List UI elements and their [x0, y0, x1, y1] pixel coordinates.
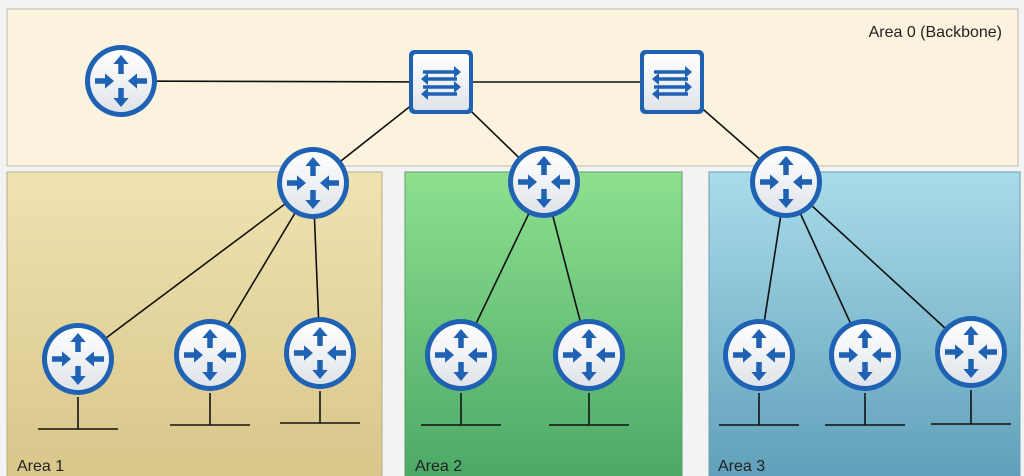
- switch-icon: [409, 50, 473, 114]
- area2-label: Area 2: [415, 458, 462, 475]
- lan-segment-r2a: [421, 393, 501, 426]
- lan-segment-r3c: [931, 390, 1011, 425]
- router-icon: [284, 317, 356, 389]
- router-icon: [508, 146, 580, 218]
- lan-segment-r1a: [38, 397, 118, 430]
- area1-label: Area 1: [17, 458, 64, 475]
- switch-icon: [640, 50, 704, 114]
- lan-segment-r3a: [719, 393, 799, 426]
- area3-label: Area 3: [718, 458, 765, 475]
- router-icon: [277, 147, 349, 219]
- router-icon: [553, 319, 625, 391]
- area0-label: Area 0 (Backbone): [869, 24, 1002, 41]
- router-icon: [42, 323, 114, 395]
- area0-region: [6, 8, 1019, 167]
- router-icon: [85, 45, 157, 117]
- link-abr3-r3c: [785, 181, 972, 353]
- router-icon: [829, 319, 901, 391]
- router-icon: [935, 316, 1007, 388]
- lan-segment-r2b: [549, 393, 629, 426]
- lan-segment-r1b: [170, 393, 250, 426]
- link-r-backbone-sw1: [120, 80, 442, 83]
- lan-segments: [38, 390, 1011, 430]
- router-icon: [174, 319, 246, 391]
- nodes-layer: [42, 45, 1007, 395]
- router-icon: [723, 319, 795, 391]
- router-icon: [425, 319, 497, 391]
- lan-segment-r1c: [280, 391, 360, 424]
- lan-segment-r3b: [825, 393, 905, 426]
- link-abr1-r1a: [77, 182, 314, 360]
- router-icon: [750, 146, 822, 218]
